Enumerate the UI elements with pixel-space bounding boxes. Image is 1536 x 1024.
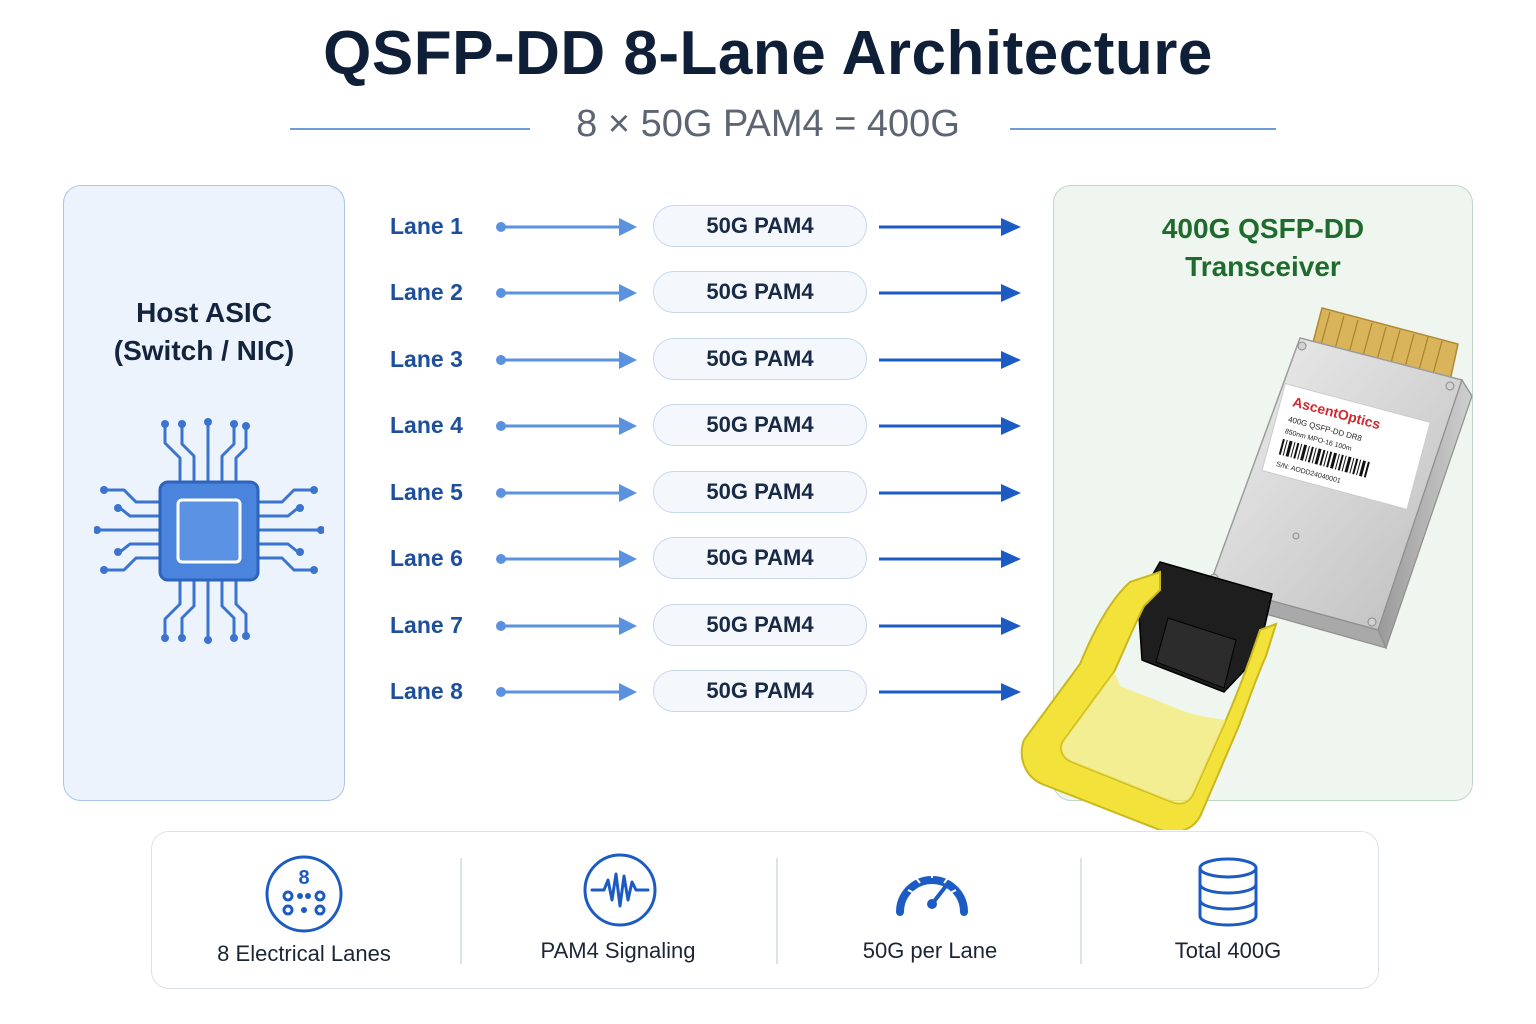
- lane-row: Lane 4 50G PAM4: [0, 404, 1536, 448]
- lane-row: Lane 8 50G PAM4: [0, 670, 1536, 714]
- feature-label: 8 Electrical Lanes: [217, 941, 391, 966]
- lane-signal-pill: 50G PAM4: [653, 338, 867, 380]
- lane-output-arrow: [879, 218, 1021, 236]
- feature-label: 50G per Lane: [862, 938, 998, 963]
- host-asic-panel: Host ASIC (Switch / NIC): [63, 185, 345, 801]
- feature-label: PAM4 Signaling: [540, 938, 696, 963]
- lane-signal-pill: 50G PAM4: [653, 205, 867, 247]
- feature-electrical-lanes: 8 8 Electrical Lanes: [172, 832, 436, 990]
- lane-output-arrow: [879, 284, 1021, 302]
- lane-input-arrow: [496, 417, 637, 435]
- lane-input-arrow: [496, 284, 637, 302]
- lane-signal-pill: 50G PAM4: [653, 271, 867, 313]
- lane-input-arrow: [496, 484, 637, 502]
- feature-label: Total 400G: [1174, 938, 1282, 963]
- lane-label: Lane 8: [390, 678, 463, 704]
- lane-input-arrow: [496, 218, 637, 236]
- lane-input-arrow: [496, 550, 637, 568]
- page-title: QSFP-DD 8-Lane Architecture: [323, 19, 1213, 88]
- barcode: [1278, 438, 1370, 478]
- lane-row: Lane 7 50G PAM4: [0, 604, 1536, 648]
- lane-output-arrow: [879, 683, 1021, 701]
- subtitle-row: 8 × 50G PAM4 = 400G: [0, 103, 1536, 153]
- lane-output-arrow: [879, 617, 1021, 635]
- lane-row: Lane 5 50G PAM4: [0, 471, 1536, 515]
- lane-signal-pill: 50G PAM4: [653, 604, 867, 646]
- lane-output-arrow: [879, 417, 1021, 435]
- transceiver-title-line2: Transceiver: [1185, 251, 1341, 282]
- transceiver-title: 400G QSFP-DD Transceiver: [1054, 210, 1472, 286]
- speedometer-icon: [896, 872, 968, 916]
- feature-divider: [460, 858, 462, 964]
- page-subtitle: 8 × 50G PAM4 = 400G: [576, 103, 960, 145]
- host-asic-title-line1: Host ASIC: [136, 297, 272, 328]
- lane-output-arrow: [879, 484, 1021, 502]
- transceiver-title-line1: 400G QSFP-DD: [1161, 213, 1365, 244]
- asic-chip-icon: [94, 418, 324, 644]
- lane-input-arrow: [496, 617, 637, 635]
- feature-divider: [776, 858, 778, 964]
- lane-label: Lane 6: [390, 545, 463, 571]
- host-asic-title: Host ASIC (Switch / NIC): [64, 294, 344, 370]
- feature-divider: [1080, 858, 1082, 964]
- features-bar: 8 8 Electrical Lanes PAM4 Signaling 50G …: [151, 831, 1379, 989]
- lane-label: Lane 7: [390, 612, 463, 638]
- lane-output-arrow: [879, 351, 1021, 369]
- lane-row: Lane 1 50G PAM4: [0, 205, 1536, 249]
- lane-label: Lane 4: [390, 412, 463, 438]
- lane-output-arrow: [879, 550, 1021, 568]
- host-asic-title-line2: (Switch / NIC): [113, 335, 295, 366]
- lane-label: Lane 3: [390, 346, 463, 372]
- feature-total-bandwidth: Total 400G: [1096, 832, 1360, 990]
- waveform-icon: [583, 853, 657, 927]
- qsfp-dd-module-image: AscentOptics 400G QSFP-DD DR8 850nm MPO-…: [1020, 307, 1473, 830]
- subtitle-rule-left: [290, 128, 530, 130]
- lane-input-arrow: [496, 351, 637, 369]
- feature-pam4-signaling: PAM4 Signaling: [486, 832, 750, 990]
- database-stack-icon: [1198, 857, 1258, 927]
- lane-label: Lane 5: [390, 479, 463, 505]
- lane-signal-pill: 50G PAM4: [653, 670, 867, 712]
- lane-label: Lane 1: [390, 213, 463, 239]
- lane-row: Lane 2 50G PAM4: [0, 271, 1536, 315]
- lane-row: Lane 3 50G PAM4: [0, 338, 1536, 382]
- eight-lanes-icon: 8: [265, 855, 343, 933]
- lane-signal-pill: 50G PAM4: [653, 537, 867, 579]
- lane-signal-pill: 50G PAM4: [653, 471, 867, 513]
- feature-per-lane-speed: 50G per Lane: [798, 832, 1062, 990]
- lane-row: Lane 6 50G PAM4: [0, 537, 1536, 581]
- lane-input-arrow: [496, 683, 637, 701]
- subtitle-rule-right: [1010, 128, 1276, 130]
- eight-lanes-icon-number: 8: [298, 867, 309, 889]
- lane-label: Lane 2: [390, 279, 463, 305]
- lane-signal-pill: 50G PAM4: [653, 404, 867, 446]
